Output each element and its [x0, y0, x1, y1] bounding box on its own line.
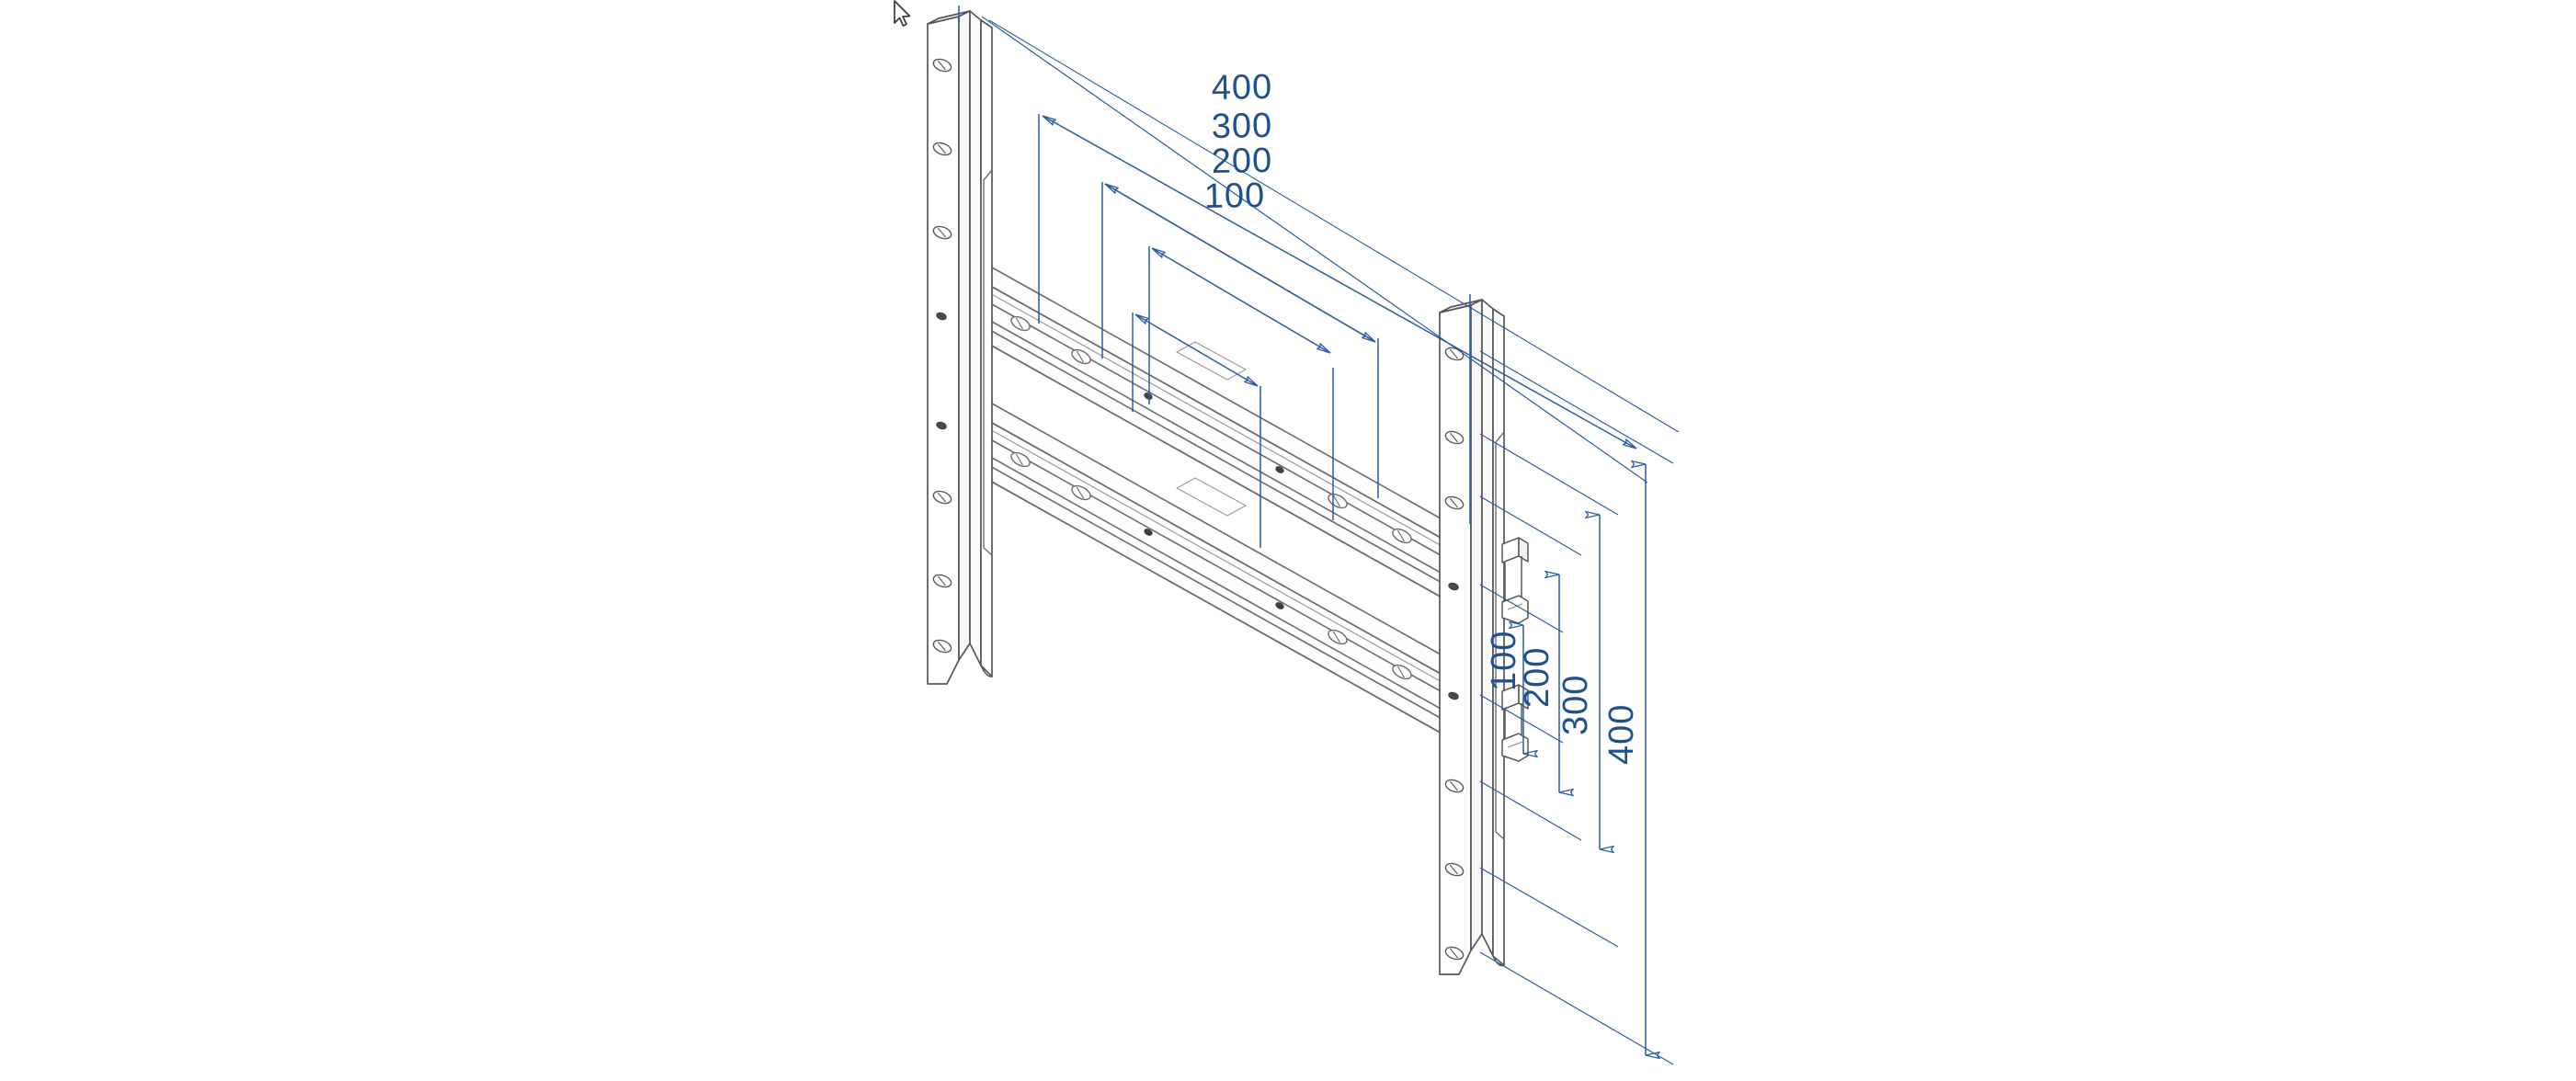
left-rail-holes [932, 58, 952, 654]
mouse-pointer-icon [894, 0, 911, 27]
horizontal-dimension-group[interactable] [958, 6, 1680, 548]
lower-beam-holes [1010, 451, 1412, 680]
dim-line-100 [1135, 313, 1258, 387]
dim-label-v-400: 400 [1602, 704, 1641, 765]
vertical-dimension-group[interactable] [1479, 350, 1674, 1065]
dim-line-200 [1152, 247, 1330, 354]
dim-line-400 [1043, 115, 1636, 449]
perspective-leader-top [988, 19, 1680, 433]
dimension-100-horizontal[interactable] [1132, 313, 1261, 548]
left-vertical-rail[interactable] [927, 10, 993, 685]
right-rail-small-holes [1448, 582, 1459, 700]
left-rail-small-holes [936, 312, 947, 430]
dim-label-h-300: 300 [1211, 107, 1272, 146]
dim-label-h-200: 200 [1211, 142, 1272, 181]
dimension-labels: 400 300 200 100 100 200 300 400 [1203, 68, 1641, 765]
rail-clip-upper[interactable] [1501, 537, 1529, 624]
dim-label-h-400: 400 [1211, 68, 1272, 108]
dim-label-h-100: 100 [1203, 176, 1265, 216]
dim-label-v-200: 200 [1518, 647, 1556, 708]
dim-label-v-300: 300 [1556, 675, 1595, 735]
dim-label-v-100: 100 [1485, 631, 1523, 691]
lower-beam-pins [1144, 529, 1284, 609]
